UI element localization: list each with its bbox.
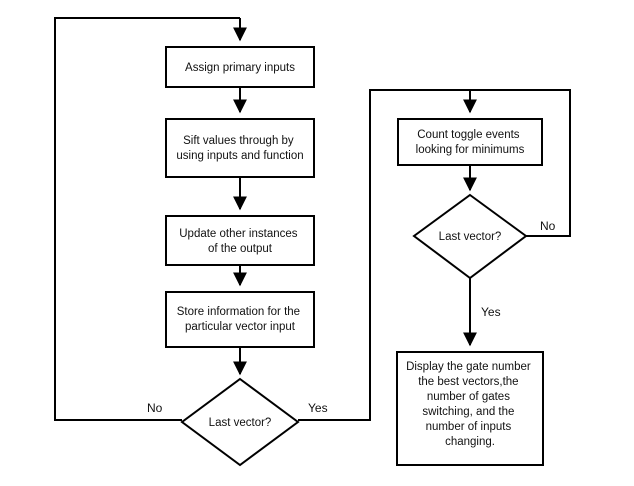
assign-primary-inputs-box: Assign primary inputs [165,46,315,88]
right-decision-label: Last vector? [439,231,502,243]
left-last-vector-decision: Last vector? [180,377,300,467]
svg-text:Display the gate number: Display the gate number the best vectors… [406,361,534,448]
connector-left-yes-to-right [298,89,477,421]
left-yes-label: Yes [308,401,328,415]
count-toggle-line-1: Count toggle events [417,129,520,141]
update-instances-line-2: of the output [208,243,273,255]
sift-values-line-2: using inputs and function [176,150,303,162]
connector-right-no-loop [470,89,571,237]
svg-text:Last vector?: Last vector? [439,231,502,243]
right-last-vector-decision: Last vector? [412,193,528,280]
display-line-1: Display the gate number [406,361,531,373]
update-instances-box: Update other instances of the output [165,215,315,266]
left-no-label: No [147,401,163,415]
display-results-box: Display the gate number the best vectors… [396,351,544,466]
sift-values-box: Sift values through by using inputs and … [165,118,315,178]
connector-left-no-loop [54,17,240,421]
left-decision-label: Last vector? [209,417,272,429]
display-line-3: number of gates [427,391,510,403]
right-no-label: No [540,219,556,233]
display-line-5: number of inputs [426,421,512,433]
svg-text:Count toggle events look: Count toggle events looking for minimums [416,129,525,156]
sift-values-line-1: Sift values through by [183,135,294,147]
assign-inputs-line-1: Assign primary inputs [185,62,295,74]
svg-text:Assign primary inputs: Assign primary inputs [185,62,295,74]
count-toggle-line-2: looking for minimums [416,144,525,156]
display-line-4: switching, and the [422,406,514,418]
svg-text:Last vector?: Last vector? [209,417,272,429]
store-information-box: Store information for the particular vec… [165,291,315,348]
svg-text:Store information for the: Store information for the particular vec… [177,306,304,333]
store-info-line-2: particular vector input [185,321,296,333]
svg-text:Sift values through by u: Sift values through by using inputs and … [176,135,303,162]
right-yes-label: Yes [481,305,501,319]
display-line-2: the best vectors,the [418,376,518,388]
update-instances-line-1: Update other instances [179,228,298,240]
svg-text:Update other instances o: Update other instances of the output [179,228,300,255]
store-info-line-1: Store information for the [177,306,300,318]
count-toggle-events-box: Count toggle events looking for minimums [397,118,543,166]
display-line-6: changing. [445,436,495,448]
